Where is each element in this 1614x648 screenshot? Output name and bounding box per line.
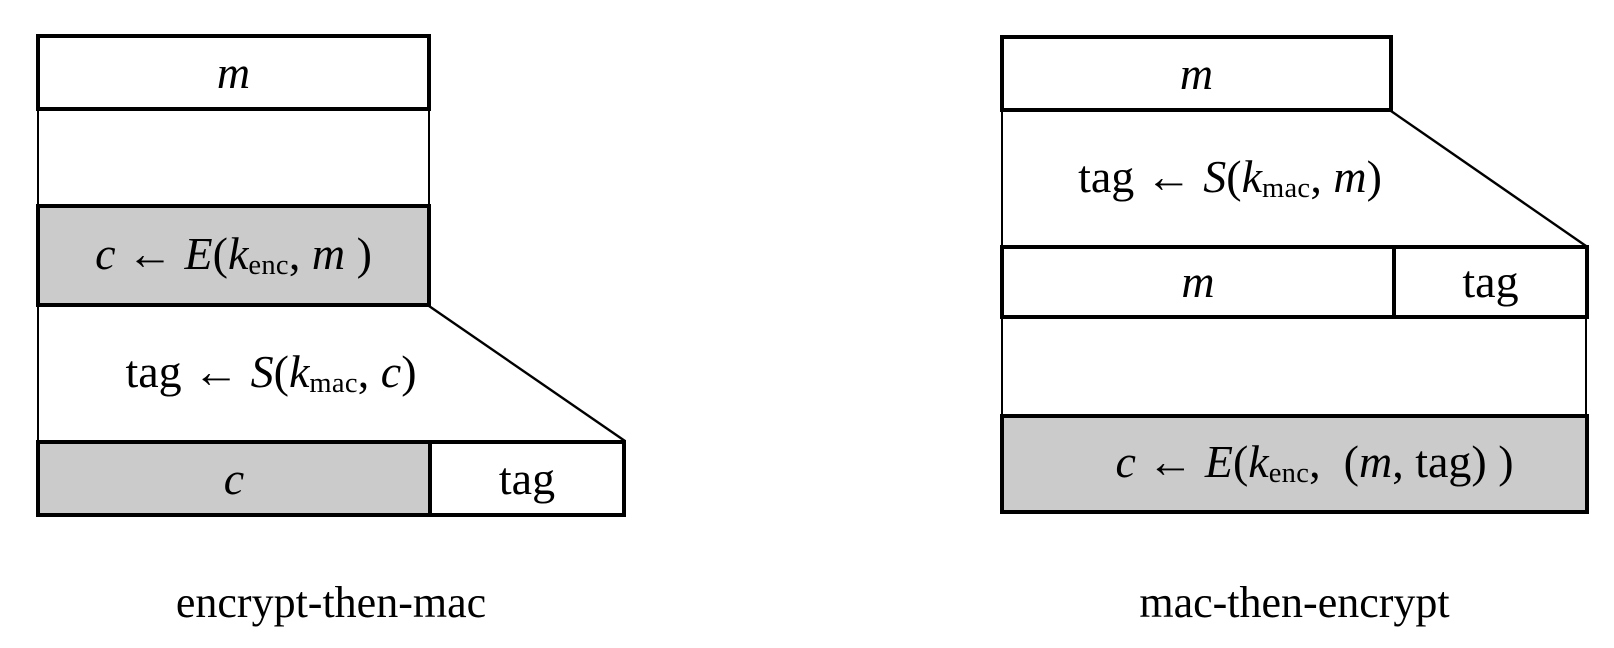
etm-mac-formula: tag ← S(kmac, c) (125, 345, 417, 399)
etm-output-ciphertext-label: c (223, 452, 245, 504)
etm-mac-region (37, 307, 430, 440)
etm-mac-formula-zone: tag ← S(kmac, c) (36, 307, 506, 440)
etm-encrypt-formula: c ← E(kenc, m ) (95, 227, 372, 281)
mte-encrypt-box: c ← E(kenc, (m, tag) ) (1000, 414, 1589, 514)
etm-output-row: c tag (36, 440, 626, 517)
etm-upper-channel (37, 111, 430, 204)
etm-output-ciphertext-cell: c (40, 444, 432, 513)
etm-message-label: m (216, 46, 251, 98)
etm-message-box: m (36, 34, 431, 111)
mte-caption: mac-then-encrypt (1139, 577, 1450, 627)
etm-encrypt-box: c ← E(kenc, m ) (36, 204, 431, 307)
mte-mac-formula-zone: tag ← S(kmac, m) (1000, 112, 1460, 245)
mte-concat-row: m tag (1000, 245, 1589, 319)
mte-message-box: m (1000, 35, 1393, 112)
mte-mac-formula: tag ← S(kmac, m) (1078, 150, 1382, 204)
mte-mac-region (1001, 112, 1393, 245)
mte-concat-message-label: m (1181, 256, 1215, 307)
etm-caption: encrypt-then-mac (175, 577, 487, 627)
mte-lower-channel (1001, 319, 1587, 414)
mte-message-label: m (1179, 47, 1214, 99)
etm-output-tag-cell: tag (432, 444, 622, 513)
mte-encrypt-formula: c ← E(kenc, (m, tag) ) (1115, 436, 1514, 490)
mte-concat-message-cell: m (1004, 249, 1396, 315)
mte-concat-tag-label: tag (1462, 256, 1519, 307)
etm-output-tag-label: tag (498, 452, 556, 504)
mte-concat-tag-cell: tag (1396, 249, 1585, 315)
